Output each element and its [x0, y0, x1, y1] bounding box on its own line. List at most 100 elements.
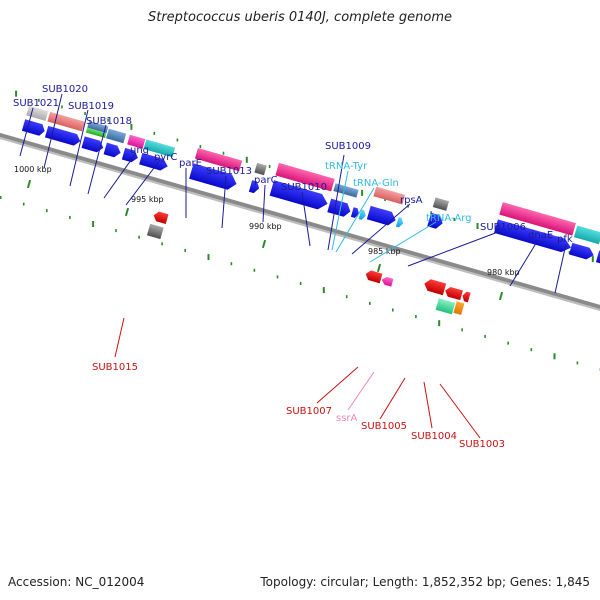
gc-dot: [115, 229, 117, 233]
gc-dot: [392, 308, 394, 312]
gene-label-parE[interactable]: parE: [179, 158, 202, 169]
gene-labels-lower: SUB1015 SUB1007 SUB1005 SUB1004 SUB1003: [92, 362, 505, 450]
gc-dot: [568, 251, 571, 254]
gene-label-parC[interactable]: parC: [254, 175, 278, 186]
gc-dot: [591, 256, 594, 263]
cds-arrow[interactable]: [595, 250, 600, 273]
feature-block[interactable]: [275, 162, 335, 192]
reverse-cds-arrow[interactable]: [423, 278, 447, 296]
gene-label-sub1006[interactable]: SUB1006: [480, 222, 526, 233]
cds-arrow[interactable]: [494, 219, 573, 254]
feature-block[interactable]: [194, 147, 243, 172]
feature-block[interactable]: [499, 202, 576, 236]
gc-skew-track-inner: [0, 196, 600, 371]
gene-labels-upper: SUB1021 SUB1020 SUB1019 SUB1018 ung pyrC…: [13, 84, 573, 245]
gc-dot: [576, 361, 579, 365]
feature-block[interactable]: [106, 128, 127, 144]
gc-dot: [345, 295, 348, 299]
gene-label-sub1007[interactable]: SUB1007: [286, 406, 332, 417]
feature-block[interactable]: [333, 183, 359, 198]
gc-dot: [276, 275, 279, 279]
gene-label-rpsA[interactable]: rpsA: [400, 195, 423, 206]
feature-block[interactable]: [85, 127, 107, 139]
gene-label-trna-tyr[interactable]: tRNA-Tyr: [325, 161, 368, 172]
gc-dot: [553, 353, 556, 360]
cds-arrow[interactable]: [121, 147, 140, 164]
gc-dot: [130, 123, 133, 130]
gene-label-sub1005[interactable]: SUB1005: [361, 421, 407, 432]
gc-dot: [453, 217, 455, 221]
gene-label-sub1020[interactable]: SUB1020: [42, 84, 88, 95]
trna-arrow[interactable]: [395, 216, 405, 228]
gc-dot: [107, 118, 109, 122]
gc-dot: [15, 90, 18, 97]
feature-block[interactable]: [143, 139, 176, 158]
gc-dot: [299, 282, 302, 285]
cds-arrow[interactable]: [103, 142, 123, 159]
cds-arrow[interactable]: [44, 125, 82, 147]
gene-label-sub1010[interactable]: SUB1010: [281, 182, 327, 193]
reverse-cds-arrow[interactable]: [461, 291, 471, 303]
gc-dot: [438, 320, 441, 327]
gc-dot: [461, 328, 463, 332]
gc-dot: [430, 211, 432, 215]
reverse-cds-arrow[interactable]: [364, 269, 383, 284]
gc-dot: [184, 248, 186, 252]
feature-block[interactable]: [432, 197, 449, 211]
gc-dot: [61, 105, 63, 109]
cds-arrow[interactable]: [139, 152, 169, 172]
reverse-feature-block[interactable]: [435, 298, 456, 315]
feature-block[interactable]: [87, 120, 109, 134]
cds-arrow[interactable]: [81, 136, 104, 153]
gc-dot: [38, 98, 40, 102]
gc-dot: [0, 196, 2, 199]
cds-arrow[interactable]: [327, 198, 352, 219]
reverse-feature-block[interactable]: [453, 301, 465, 315]
feature-block[interactable]: [573, 225, 600, 245]
feature-block[interactable]: [26, 105, 49, 121]
gene-labels-trna: tRNA-Tyr tRNA-Gln tRNA-Arg: [325, 161, 471, 224]
gene-label-sub1013[interactable]: SUB1013: [206, 166, 252, 177]
gene-label-trna-arg[interactable]: tRNA-Arg: [426, 213, 471, 224]
cds-arrow[interactable]: [248, 180, 261, 194]
gene-label-trna-gln[interactable]: tRNA-Gln: [353, 178, 399, 189]
label-leaders-upper: [19, 93, 567, 294]
gene-label-sub1021[interactable]: SUB1021: [13, 98, 59, 109]
scale-label: 980 kbp: [487, 268, 520, 277]
gene-label-sub1018[interactable]: SUB1018: [86, 116, 132, 127]
label-leaders-lower: [114, 317, 481, 439]
gene-label-pfk[interactable]: pfk: [557, 234, 573, 245]
feature-block[interactable]: [254, 162, 267, 176]
gc-dot: [84, 112, 86, 115]
gene-label-sub1009[interactable]: SUB1009: [325, 141, 371, 152]
ssrA-leader: [347, 371, 375, 411]
cds-arrow[interactable]: [189, 163, 239, 191]
gene-label-sub1015[interactable]: SUB1015: [92, 362, 138, 373]
reverse-cds-arrow[interactable]: [152, 211, 169, 225]
accession-label: Accession: NC_012004: [8, 575, 145, 589]
cds-arrow[interactable]: [269, 180, 330, 211]
feature-block[interactable]: [127, 134, 146, 149]
gc-dot: [230, 262, 233, 266]
gene-label-ssra[interactable]: ssrA: [336, 413, 358, 424]
gene-label-ung[interactable]: ung: [130, 145, 149, 156]
scale-label: 995 kbp: [131, 195, 164, 204]
gc-dot: [138, 235, 140, 239]
cds-arrow[interactable]: [568, 242, 595, 261]
gc-dot: [484, 334, 486, 338]
cds-arrow[interactable]: [366, 205, 398, 227]
gene-label-sub1004[interactable]: SUB1004: [411, 431, 457, 442]
gene-label-sub1003[interactable]: SUB1003: [459, 439, 505, 450]
reverse-feature-block[interactable]: [146, 223, 164, 240]
feature-block[interactable]: [373, 186, 406, 205]
gene-label-pyrC[interactable]: pyrC: [154, 152, 177, 163]
cds-arrow[interactable]: [350, 207, 360, 219]
ssrA-arrow[interactable]: [381, 276, 394, 287]
gene-label-sub1019[interactable]: SUB1019: [68, 101, 114, 112]
reverse-cds-arrow[interactable]: [444, 286, 463, 301]
cds-arrow[interactable]: [21, 119, 46, 137]
label-leaders-trna: [331, 170, 437, 263]
gene-label-dnaE[interactable]: dnaE: [528, 230, 553, 241]
trna-arrow[interactable]: [358, 209, 368, 220]
